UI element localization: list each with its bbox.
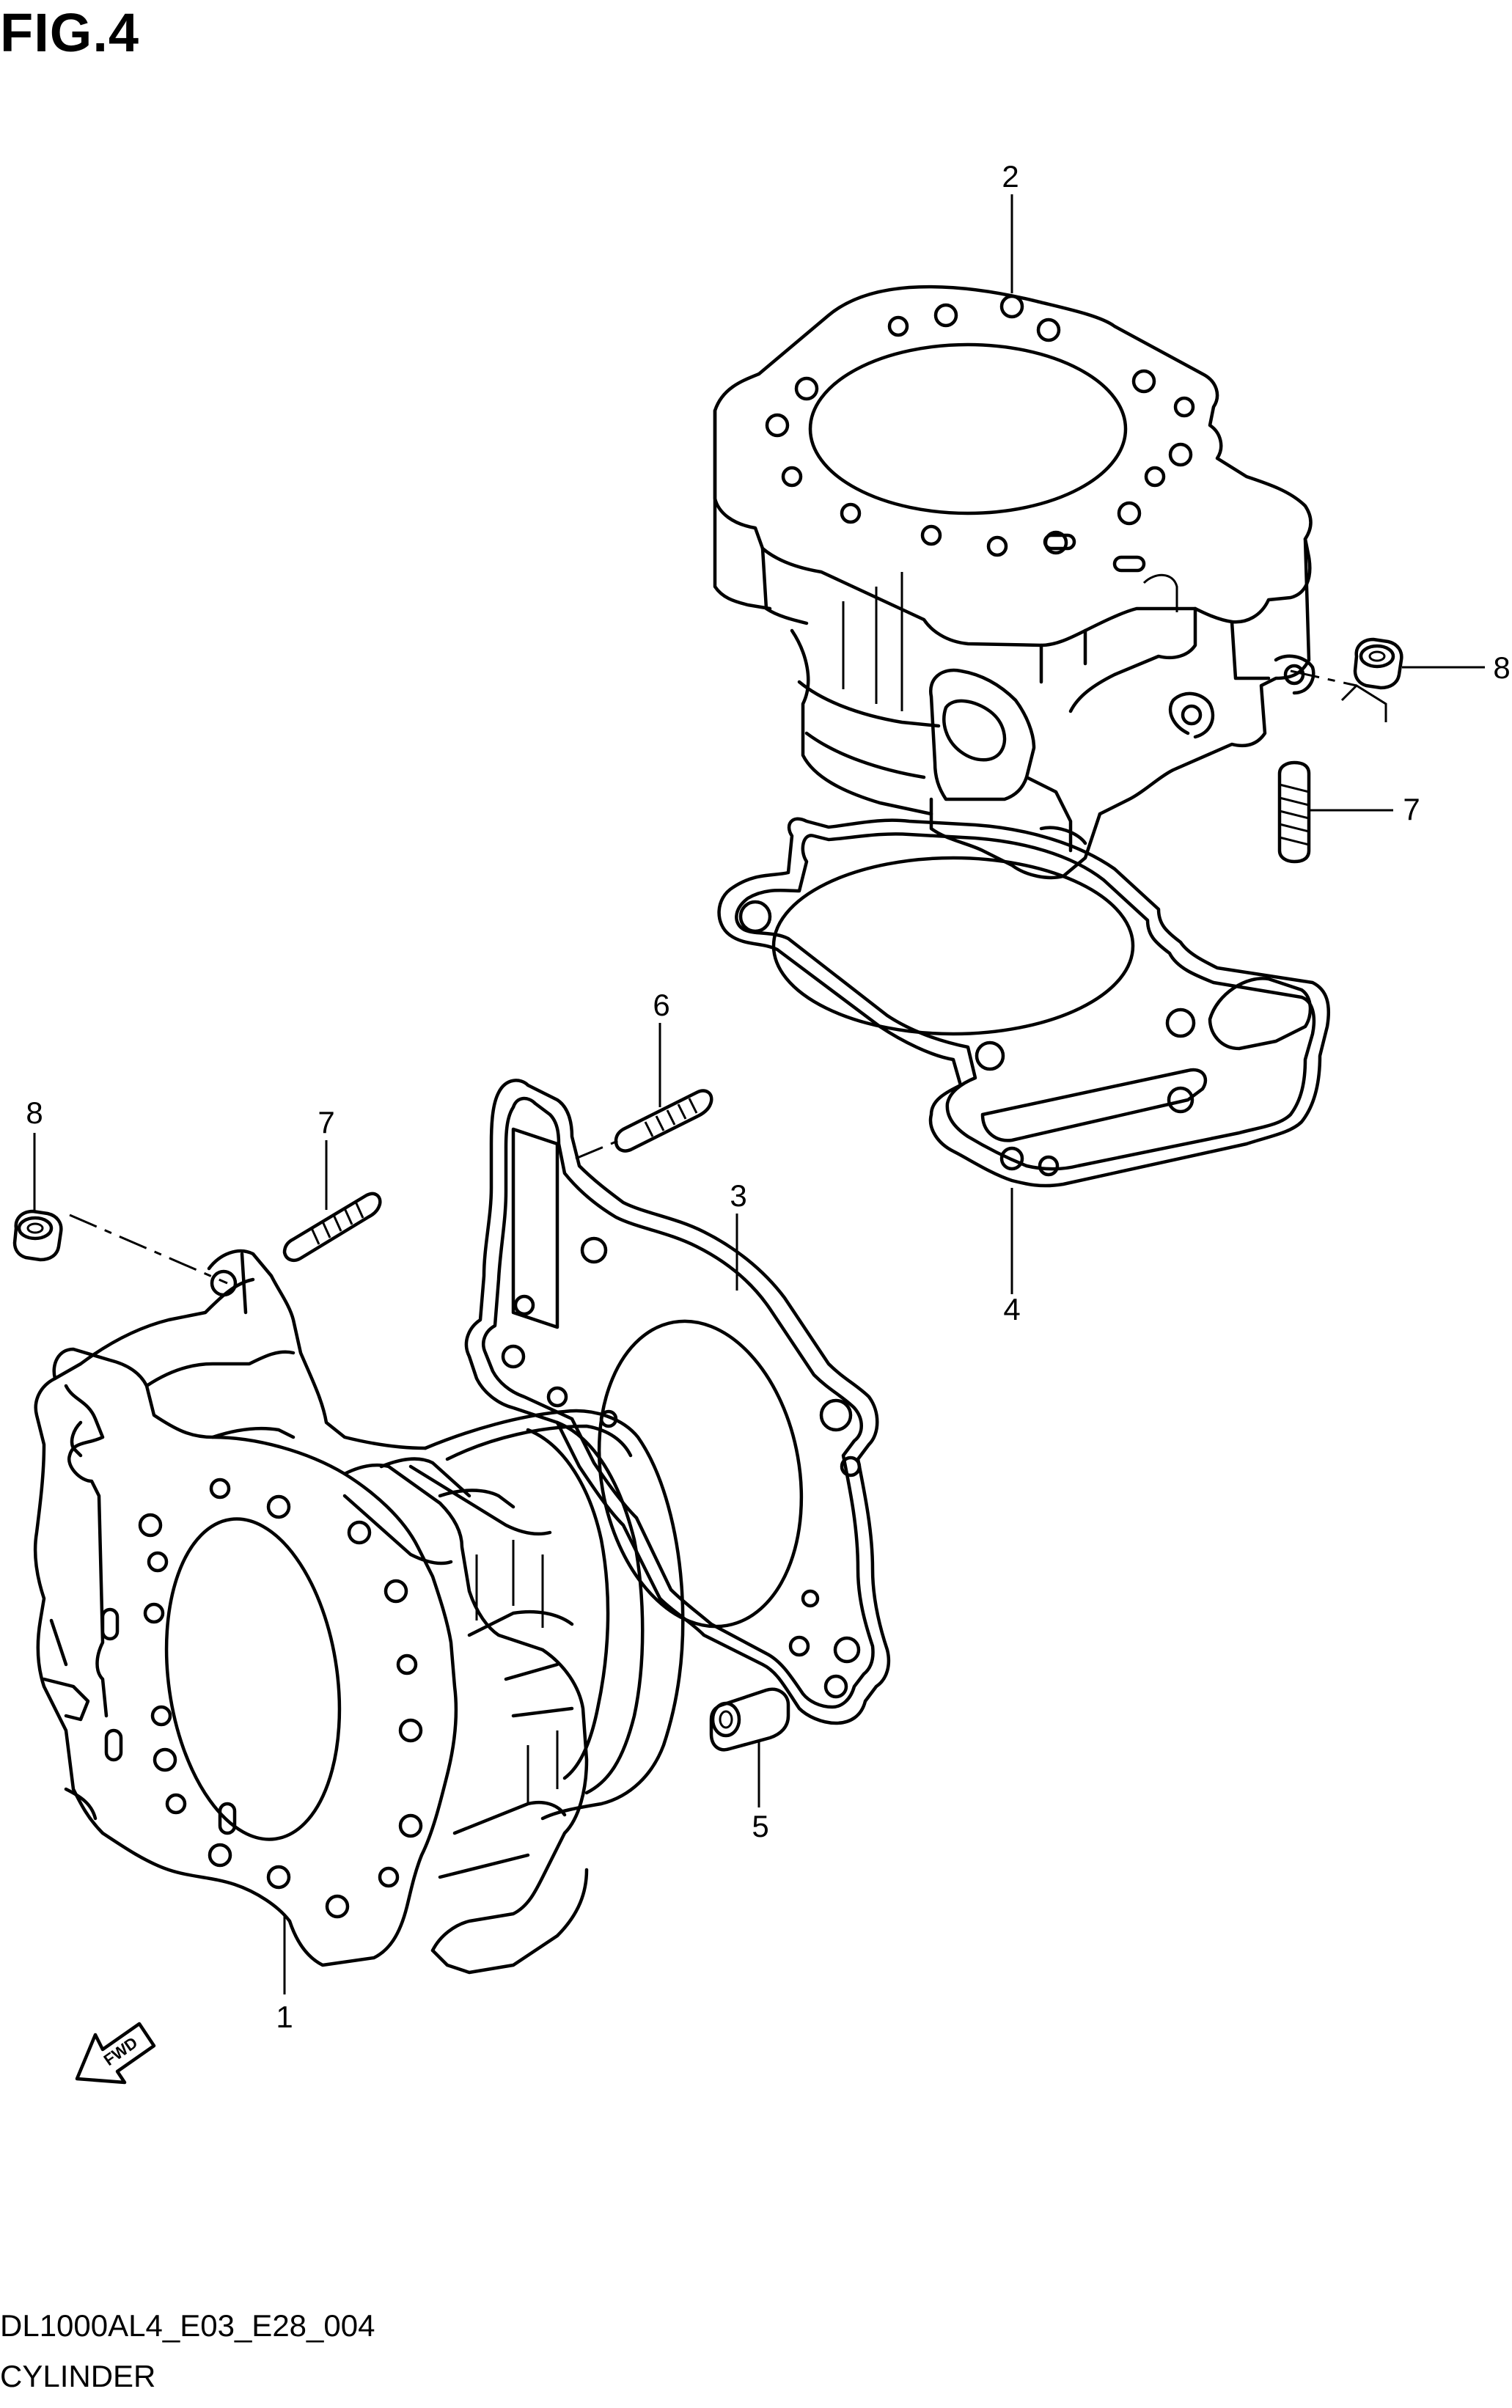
forward-direction-arrow-icon: FWD [75, 2022, 156, 2085]
callout-7-left: 7 [318, 1105, 334, 1139]
callout-8-right: 8 [1493, 650, 1510, 685]
callout-3: 3 [730, 1178, 746, 1213]
callout-7-right: 7 [1403, 792, 1420, 826]
callout-6: 6 [653, 988, 669, 1022]
figure-title: FIG.4 [0, 2, 140, 63]
callout-labels: 2 4 3 1 5 6 7 8 7 8 [26, 159, 1510, 2034]
callout-5: 5 [752, 1809, 768, 1843]
front-cylinder-part-1 [33, 1249, 685, 1975]
front-gasket-part-3 [464, 1079, 891, 1725]
drawing-name: CYLINDER [0, 2359, 156, 2393]
nut-part-8-right [1353, 637, 1403, 690]
callout-4: 4 [1003, 1292, 1020, 1326]
rear-cylinder-part-2 [713, 285, 1315, 880]
rear-gasket-part-4 [717, 817, 1331, 1188]
dowel-pin-part-5 [709, 1687, 790, 1752]
nut-part-8-left [12, 1209, 63, 1262]
callout-8-left: 8 [26, 1095, 43, 1130]
callout-2: 2 [1002, 159, 1019, 194]
stud-part-7-left [282, 1192, 382, 1262]
leader-lines [33, 194, 1485, 1994]
callout-1: 1 [276, 2000, 293, 2034]
stud-part-6 [614, 1089, 713, 1153]
stud-part-7-right [1277, 760, 1311, 864]
drawing-code: DL1000AL4_E03_E28_004 [0, 2308, 375, 2343]
